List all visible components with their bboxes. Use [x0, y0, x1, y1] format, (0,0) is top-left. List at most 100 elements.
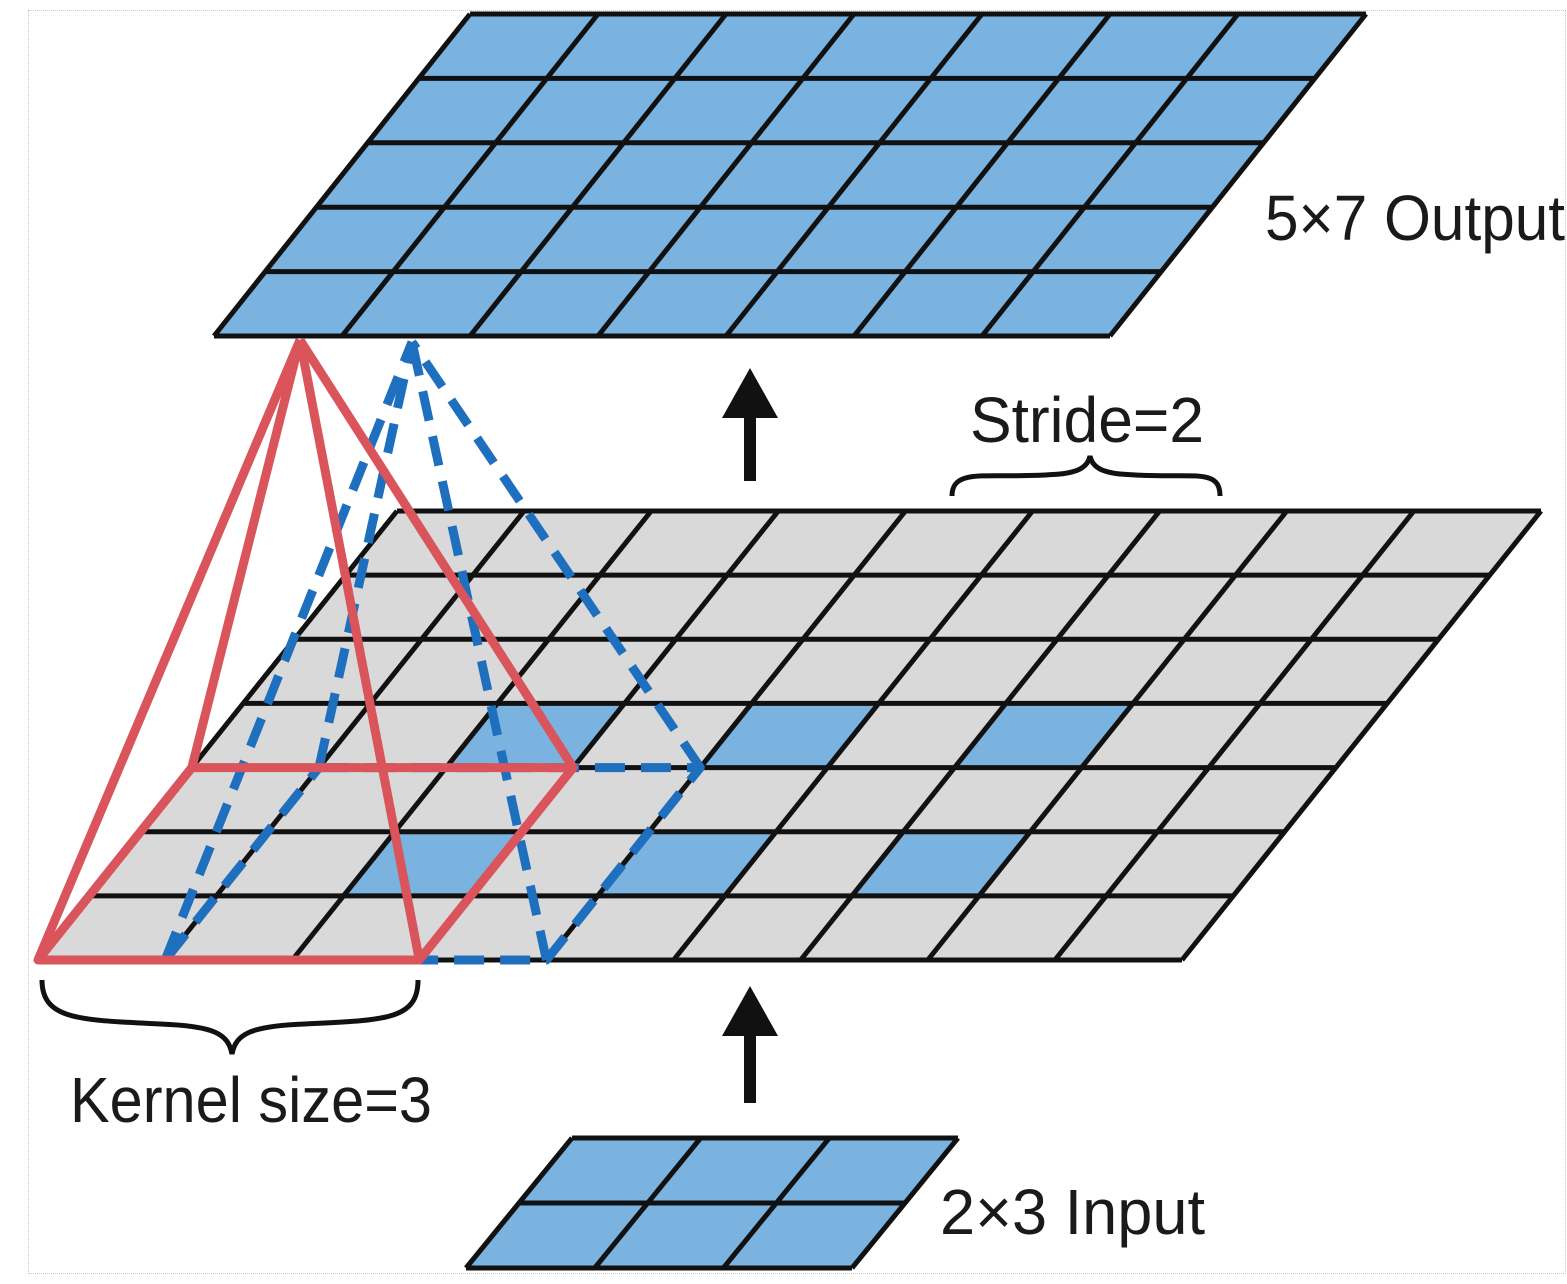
padded-gridline — [798, 509, 1162, 962]
output-cell — [418, 14, 598, 79]
padded-gridline — [1052, 509, 1416, 962]
padded-cell — [599, 511, 779, 576]
kernel-window-first — [295, 339, 424, 961]
output-cell — [905, 207, 1085, 272]
padded-cell — [573, 703, 752, 768]
input-cell — [519, 1138, 701, 1203]
padded-cell — [1184, 575, 1363, 640]
output-cell — [674, 14, 854, 79]
padded-cell — [1362, 511, 1541, 576]
padded-cell — [979, 831, 1158, 896]
output-cell — [930, 14, 1110, 79]
output-cell — [700, 142, 880, 208]
padded-cell — [1260, 639, 1439, 704]
padded-cell — [854, 511, 1033, 576]
padded-cell — [343, 831, 522, 896]
padded-cell — [1208, 703, 1388, 768]
output-gridline — [596, 12, 856, 338]
output-gridline — [980, 12, 1240, 338]
kernel-brace-icon — [39, 979, 421, 1055]
output-cell — [444, 142, 624, 208]
stride-brace-icon — [949, 455, 1223, 497]
output-cell — [521, 207, 701, 272]
padded-cell — [700, 703, 879, 768]
padded-cell — [1054, 895, 1234, 960]
output-cell — [265, 207, 445, 272]
input-cell — [647, 1138, 830, 1203]
output-cell — [1084, 142, 1264, 208]
padded-cell — [802, 575, 982, 640]
output-cell — [828, 142, 1008, 208]
padded-cell — [216, 831, 395, 896]
padded-cell — [851, 831, 1031, 896]
input-cell — [723, 1203, 905, 1268]
arrow-up-icon — [722, 986, 778, 1103]
padded-cell — [267, 767, 447, 832]
output-cell — [802, 14, 982, 79]
padded-cell — [292, 895, 471, 960]
input-cell — [466, 1203, 648, 1268]
kernel-window-stride — [314, 341, 417, 769]
output-gridline — [212, 12, 472, 338]
padded-cell — [981, 511, 1160, 576]
output-cell — [956, 142, 1136, 208]
output-cell — [495, 78, 675, 143]
padded-cell — [800, 895, 980, 960]
input-gridline — [721, 1136, 832, 1270]
padded-cell — [827, 703, 1006, 768]
padded-cell — [89, 831, 268, 896]
padded-cell — [318, 703, 498, 768]
padded-cell — [521, 767, 701, 832]
input-gridline — [850, 1136, 960, 1270]
padded-input-grid — [36, 508, 1543, 963]
padded-cell — [675, 575, 855, 640]
padded-cell — [546, 895, 725, 960]
output-cell — [751, 78, 931, 143]
padded-gridline — [1180, 509, 1543, 962]
kernel-window-first — [296, 337, 577, 770]
output-cell — [1186, 14, 1366, 79]
output-gridline — [1108, 12, 1368, 338]
input-cell — [776, 1138, 958, 1203]
padded-cell — [394, 767, 574, 832]
padded-cell — [1311, 575, 1490, 640]
output-cell — [393, 207, 573, 272]
padded-cell — [1157, 767, 1336, 832]
output-cell — [598, 271, 778, 336]
padded-cell — [472, 511, 652, 576]
output-label: 5×7 Output — [1265, 182, 1565, 254]
output-cell — [1135, 78, 1315, 143]
padded-cell — [929, 575, 1109, 640]
padded-gridline — [671, 509, 1035, 962]
input-cell — [594, 1203, 777, 1268]
arrow-up-icon — [722, 368, 778, 481]
padded-cell — [776, 767, 955, 832]
output-gridline — [468, 12, 728, 338]
padded-cell — [1081, 703, 1261, 768]
output-cell — [726, 271, 906, 336]
output-gridline — [852, 12, 1112, 338]
padded-cell — [927, 895, 1107, 960]
padded-cell — [497, 639, 676, 704]
padded-cell — [878, 639, 1058, 704]
stride-label: Stride=2 — [970, 384, 1204, 456]
padded-cell — [165, 895, 344, 960]
output-grid — [212, 11, 1368, 339]
padded-cell — [597, 831, 777, 896]
output-gridline — [724, 12, 984, 338]
output-cell — [649, 207, 829, 272]
padded-gridline — [290, 509, 654, 962]
padded-cell — [1106, 831, 1285, 896]
output-cell — [1007, 78, 1187, 143]
padded-cell — [727, 511, 906, 576]
padded-cell — [419, 895, 598, 960]
output-cell — [470, 271, 650, 336]
padded-cell — [548, 575, 728, 640]
padded-gridline — [925, 509, 1289, 962]
padded-cell — [294, 575, 473, 640]
kernel-size-label: Kernel size=3 — [70, 1064, 432, 1136]
padded-cell — [470, 831, 650, 896]
input-label: 2×3 Input — [940, 1176, 1205, 1248]
kernel-projections — [33, 337, 705, 965]
